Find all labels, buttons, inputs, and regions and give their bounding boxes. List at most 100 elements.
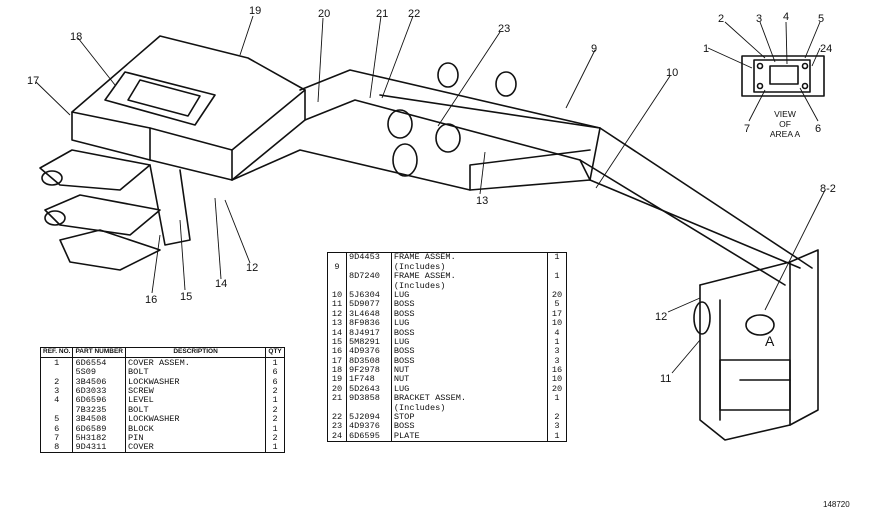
cell-part: 6D6589: [72, 424, 126, 434]
cell-desc: LOCKWASHER: [125, 377, 267, 387]
cell-part: 5M8291: [346, 337, 392, 347]
front-frame-box: [39, 35, 306, 271]
table-row: 9(Includes): [327, 262, 567, 272]
cell-ref: 2: [40, 377, 74, 387]
cell-qty: 6: [272, 367, 278, 378]
cell-qty: 1: [554, 337, 560, 347]
cell-desc: FRAME ASSEM.: [391, 252, 549, 263]
cell-part: 8J4917: [346, 328, 392, 338]
cell-qty: [548, 403, 567, 412]
cell-part: 8F9836: [346, 318, 392, 329]
cell-desc: STOP: [391, 412, 549, 423]
cell-part: 3L4648: [346, 309, 392, 319]
cell-qty: 1: [272, 424, 278, 434]
callout-18: 18: [70, 31, 82, 43]
cell-ref: 23: [327, 422, 347, 432]
cell-part: 9D4453: [346, 252, 392, 263]
cell-ref: 14: [327, 328, 347, 338]
rail-lugs: [387, 62, 711, 335]
cell-desc: SCREW: [125, 386, 267, 396]
cell-part: 5H3182: [72, 433, 126, 443]
cell-qty: 4: [554, 328, 560, 338]
view-label-line-1: VIEW: [774, 109, 796, 119]
drawing-number: 148720: [823, 500, 850, 509]
cell-ref: 1: [40, 357, 74, 368]
cell-qty: 5: [554, 299, 560, 310]
cell-desc: LUG: [391, 318, 549, 329]
cell-part: 9D4311: [72, 442, 126, 453]
cell-ref: 5: [40, 414, 74, 425]
cell-qty: 3: [554, 346, 560, 357]
cell-desc: BLOCK: [125, 424, 267, 434]
cell-desc: BOSS: [391, 356, 549, 366]
cell-part: 6D6596: [72, 395, 126, 406]
cell-desc: BRACKET ASSEM.: [391, 393, 549, 404]
cell-ref: [40, 367, 74, 378]
cell-qty: 1: [554, 271, 560, 282]
cell-part: 5D9077: [346, 299, 392, 310]
callout-12-front: 12: [246, 262, 258, 274]
cell-ref: 7: [40, 433, 74, 443]
view-area-a: [741, 55, 825, 97]
view-label-line-3: AREA A: [770, 129, 801, 139]
cell-ref: [327, 252, 347, 263]
cell-qty: 20: [551, 290, 563, 300]
cell-ref: 22: [327, 412, 347, 423]
callout-9: 9: [591, 43, 597, 55]
cell-part: 8D7240: [346, 271, 392, 282]
callout-16: 16: [145, 294, 157, 306]
cell-desc: BOSS: [391, 328, 549, 338]
cell-qty: 3: [554, 356, 560, 366]
cell-part: 5S09: [72, 367, 126, 378]
cell-ref: [327, 281, 347, 291]
cell-part: 7B3235: [72, 405, 126, 415]
callout-14: 14: [215, 278, 227, 290]
cell-ref: [327, 271, 347, 282]
cell-qty: 2: [272, 405, 278, 415]
cell-part: 1F748: [346, 375, 392, 385]
cell-desc: BOLT: [125, 367, 267, 378]
cell-part: 8D3508: [346, 356, 392, 366]
cell-qty: 2: [272, 433, 278, 443]
cell-part: 5D2643: [346, 384, 392, 394]
callout-12-rear: 12: [655, 311, 667, 323]
cell-qty: 17: [551, 309, 563, 319]
cell-qty: 16: [551, 365, 563, 376]
cell-part: [346, 403, 392, 413]
cell-desc: FRAME ASSEM.: [391, 271, 549, 282]
cell-desc: COVER: [125, 442, 267, 453]
view-callout-3: 3: [756, 13, 762, 25]
cell-desc: LEVEL: [125, 395, 267, 406]
header-description: DESCRIPTION: [125, 347, 267, 359]
cell-desc: LOCKWASHER: [125, 414, 267, 425]
callout-20: 20: [318, 8, 330, 20]
area-a-label: A: [765, 333, 775, 349]
view-callout-5: 5: [818, 13, 824, 25]
view-callout-6: 6: [815, 123, 821, 135]
callout-11: 11: [660, 373, 671, 385]
cell-desc: BOLT: [125, 405, 267, 415]
cell-qty: 1: [272, 357, 278, 368]
cell-part: 4D9376: [346, 346, 392, 357]
cell-part: [346, 262, 392, 272]
view-callout-7: 7: [744, 123, 750, 135]
cell-part: 6D6554: [72, 357, 126, 368]
view-callout-4: 4: [783, 11, 789, 23]
cell-ref: 15: [327, 337, 347, 347]
